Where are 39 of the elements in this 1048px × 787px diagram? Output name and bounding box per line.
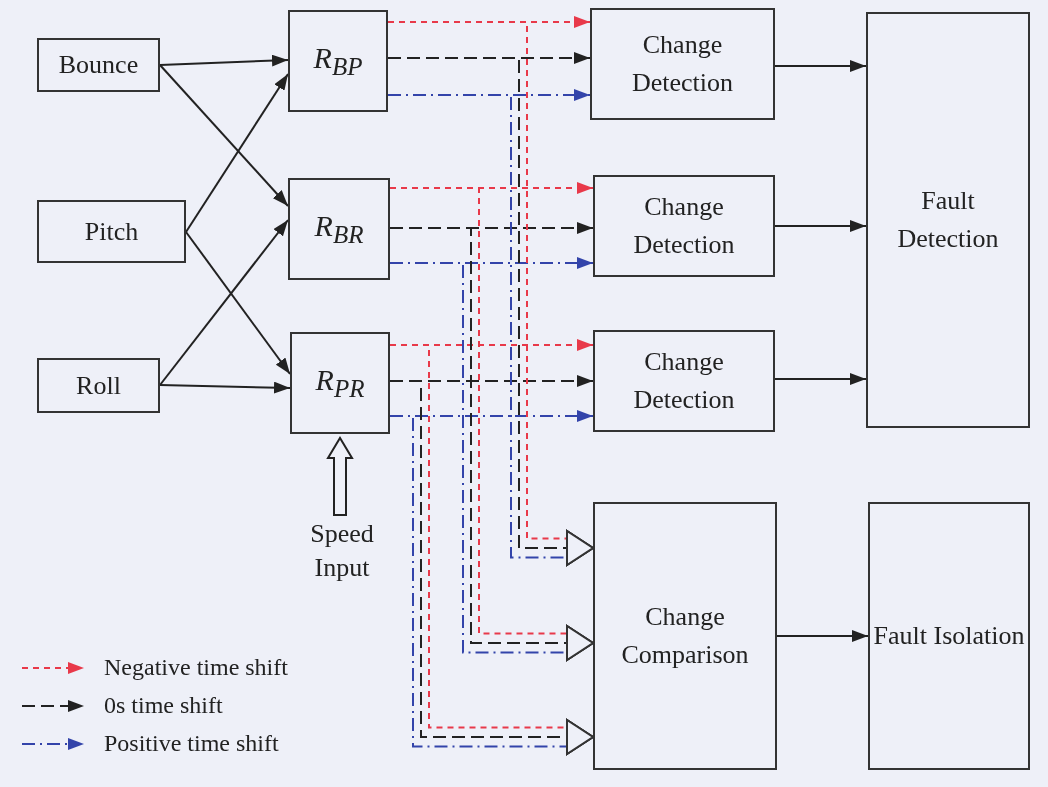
process-box xyxy=(290,332,390,434)
arrow xyxy=(159,54,289,67)
box-label: Change Comparison xyxy=(620,601,750,671)
block-arrow xyxy=(326,436,354,516)
box-label: Pitch xyxy=(84,215,139,248)
process-box xyxy=(590,8,775,120)
box-label: Change Detection xyxy=(630,29,735,99)
arrow xyxy=(774,373,867,385)
legend-label: 0s time shift xyxy=(104,693,223,717)
arrow xyxy=(185,231,291,375)
process-box xyxy=(37,200,186,263)
box-label: R$_{PR}$ xyxy=(315,362,365,405)
process-box xyxy=(593,330,775,432)
legend-label: Positive time shift xyxy=(104,731,279,755)
legend-label: Negative time shift xyxy=(104,655,288,679)
box-label: Fault Detection xyxy=(896,185,1000,255)
input-label: Speed Input xyxy=(292,515,392,587)
process-box xyxy=(37,38,160,92)
box-label: R$_{BR}$ xyxy=(314,208,364,251)
process-box xyxy=(288,10,388,112)
process-box xyxy=(593,175,775,277)
arrow xyxy=(185,73,289,233)
arrow xyxy=(774,60,867,72)
box-label: Bounce xyxy=(58,49,139,82)
box-label: Change Detection xyxy=(632,346,736,416)
arrow xyxy=(159,381,291,394)
box-label: Roll xyxy=(76,369,121,402)
process-box xyxy=(593,502,777,770)
arrow xyxy=(159,219,289,386)
process-box xyxy=(288,178,390,280)
box-label: Change Detection xyxy=(632,191,736,261)
process-box xyxy=(37,358,160,413)
arrow xyxy=(159,64,289,207)
box-label: Fault Isolation xyxy=(873,620,1025,653)
process-box xyxy=(866,12,1030,428)
arrow xyxy=(774,220,867,232)
box-label: R$_{BP}$ xyxy=(313,40,363,83)
process-box xyxy=(868,502,1030,770)
arrow xyxy=(776,630,869,642)
